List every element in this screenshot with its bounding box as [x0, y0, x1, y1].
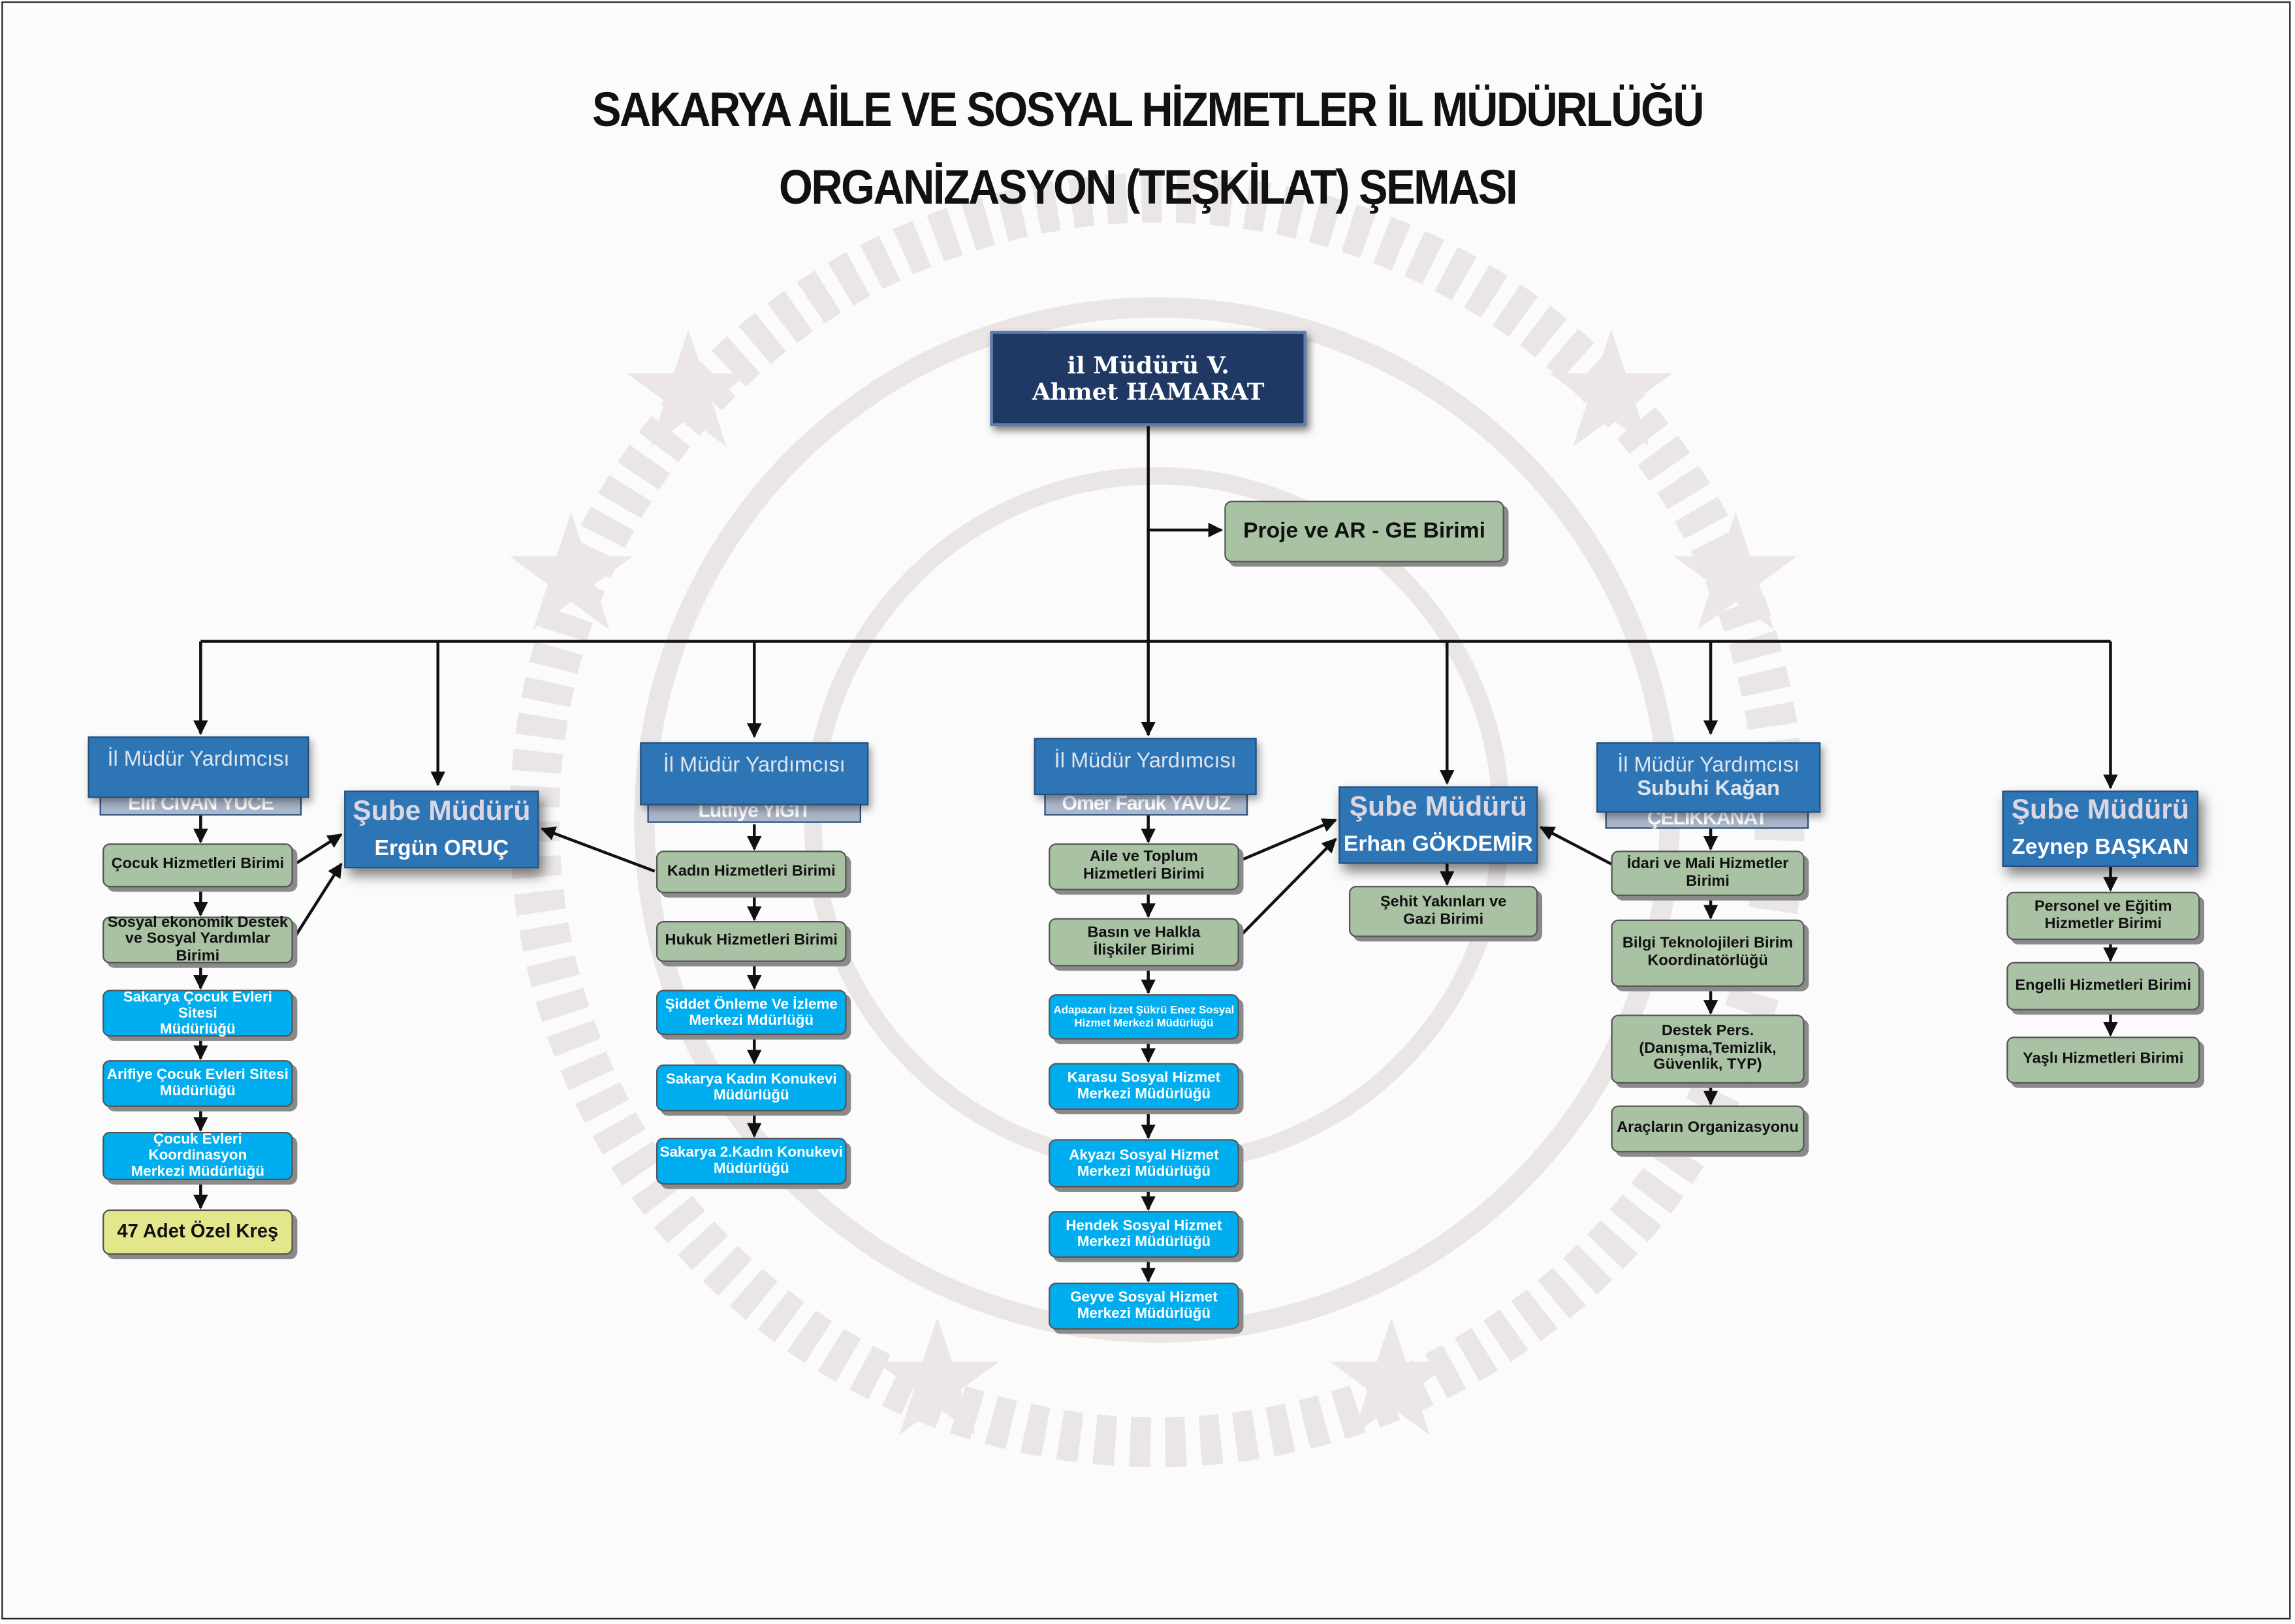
- chart-title-line2: ORGANİZASYON (TEŞKİLAT) ŞEMASI: [779, 159, 1517, 214]
- unit-box[interactable]: Şehit Yakınları ve Gazi Birimi: [1348, 886, 1538, 937]
- connector-arrow: [1238, 837, 1337, 939]
- deputy-box[interactable]: İl Müdür Yardımcısı: [640, 742, 869, 805]
- director-title: il Müdürü V.: [1067, 351, 1229, 379]
- unit-box[interactable]: Şiddet Önleme Ve İzleme Merkezi Mdürlüğü: [656, 990, 847, 1035]
- connector-arrow: [291, 862, 343, 941]
- unit-box[interactable]: İdari ve Mali Hizmetler Birimi: [1611, 851, 1805, 896]
- unit-box[interactable]: Sosyal ekonomik Destek ve Sosyal Yardıml…: [103, 914, 293, 964]
- branch-manager-name: Erhan GÖKDEMİR: [1343, 831, 1533, 856]
- connector-arrow: [540, 826, 656, 873]
- unit-box[interactable]: Adapazarı İzzet Şükrü Enez Sosyal Hizmet…: [1049, 994, 1239, 1040]
- branch-manager-name: Ergün ORUÇ: [374, 835, 509, 861]
- connector-arrow: [1539, 826, 1612, 866]
- branch-manager-title: Şube Müdürü: [353, 796, 531, 827]
- unit-box[interactable]: Akyazı Sosyal Hizmet Merkezi Müdürlüğü: [1049, 1139, 1239, 1188]
- unit-box[interactable]: Arifiye Çocuk Evleri Sitesi Müdürlüğü: [103, 1060, 293, 1107]
- unit-box[interactable]: Engelli Hizmetleri Birimi: [2006, 961, 2200, 1010]
- unit-box[interactable]: Çocuk Evleri Koordinasyon Merkezi Müdürl…: [103, 1131, 293, 1181]
- deputy-box[interactable]: İl Müdür Yardımcısı: [87, 736, 309, 798]
- branch-manager-name: Zeynep BAŞKAN: [2012, 835, 2189, 860]
- deputy-title: İl Müdür Yardımcısı: [1617, 754, 1800, 778]
- chart-title-line1: SAKARYA AİLE VE SOSYAL HİZMETLER İL MÜDÜ…: [592, 82, 1705, 136]
- unit-box[interactable]: Kadın Hizmetleri Birimi: [656, 851, 847, 894]
- unit-box[interactable]: Hendek Sosyal Hizmet Merkezi Müdürlüğü: [1049, 1211, 1239, 1258]
- deputy-title: İl Müdür Yardımcısı: [1054, 749, 1237, 773]
- director-name: Ahmet HAMARAT: [1032, 377, 1265, 405]
- connector-arrow: [292, 833, 343, 867]
- unit-box[interactable]: Sakarya Çocuk Evleri Sitesi Müdürlüğü: [103, 989, 293, 1037]
- unit-box[interactable]: Sakarya Kadın Konukevi Müdürlüğü: [656, 1064, 847, 1112]
- unit-box[interactable]: Karasu Sosyal Hizmet Merkezi Müdürlüğü: [1049, 1063, 1239, 1110]
- unit-box[interactable]: Sakarya 2.Kadın Konukevi Müdürlüğü: [656, 1137, 847, 1185]
- unit-box[interactable]: Araçların Organizasyonu: [1611, 1105, 1805, 1153]
- deputy-name-line1: Subuhi Kağan: [1637, 777, 1781, 801]
- unit-box[interactable]: Bilgi Teknolojileri Birim Koordinatörlüğ…: [1611, 919, 1805, 987]
- unit-box[interactable]: 47 Adet Özel Kreş: [103, 1209, 293, 1255]
- proje-arge-unit[interactable]: Proje ve AR - GE Birimi: [1224, 501, 1504, 563]
- unit-box[interactable]: Destek Pers. (Danışma,Temizlik, Güvenlik…: [1611, 1014, 1805, 1084]
- deputy-title: İl Müdür Yardımcısı: [107, 748, 290, 772]
- branch-manager-title: Şube Müdürü: [1349, 792, 1527, 823]
- deputy-title: İl Müdür Yardımcısı: [663, 754, 846, 778]
- unit-box[interactable]: Personel ve Eğitim Hizmetler Birimi: [2006, 892, 2200, 941]
- unit-box[interactable]: Aile ve Toplum Hizmetleri Birimi: [1049, 843, 1239, 890]
- connector-arrow: [1238, 818, 1337, 863]
- unit-box[interactable]: Yaşlı Hizmetleri Birimi: [2006, 1037, 2200, 1084]
- unit-box[interactable]: Basın ve Halkla İlişkiler Birimi: [1049, 918, 1239, 967]
- unit-box[interactable]: Geyve Sosyal Hizmet Merkezi Müdürlüğü: [1049, 1283, 1239, 1330]
- deputy-box[interactable]: İl Müdür Yardımcısı: [1034, 738, 1257, 796]
- unit-box[interactable]: Çocuk Hizmetleri Birimi: [103, 843, 293, 888]
- branch-manager-title: Şube Müdürü: [2011, 795, 2189, 826]
- director-box[interactable]: il Müdürü V.Ahmet HAMARAT: [990, 330, 1306, 426]
- unit-box[interactable]: Hukuk Hizmetleri Birimi: [656, 920, 847, 962]
